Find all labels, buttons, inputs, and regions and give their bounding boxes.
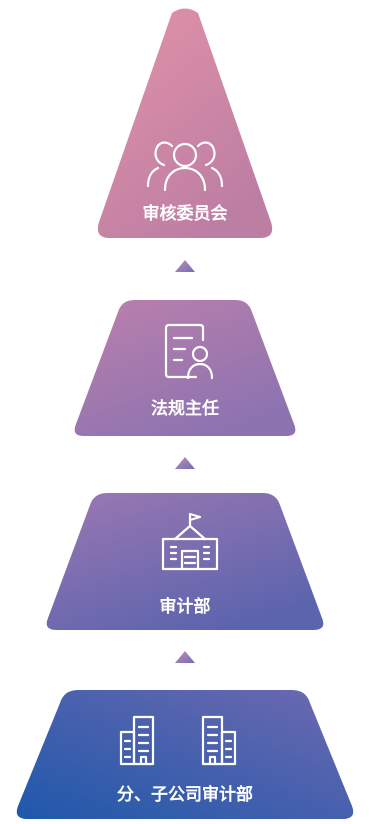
up-arrow-icon: [175, 260, 195, 272]
building-flag-icon: [161, 512, 219, 571]
tier-3-shape: [46, 493, 324, 630]
tier-2-shape: [74, 300, 296, 436]
tier-4-label: 分、子公司审计部: [117, 784, 253, 805]
tier-1-label: 审核委员会: [143, 203, 228, 224]
document-person-icon: [164, 323, 214, 380]
up-arrow-icon: [175, 457, 195, 469]
tier-2-label: 法规主任: [151, 398, 219, 419]
tier-legal-director: 法规主任: [74, 300, 296, 436]
up-arrow-icon: [175, 651, 195, 663]
tier-1-shape: [97, 8, 273, 238]
tier-audit-committee: 审核委员会: [97, 8, 273, 238]
people-group-icon: [146, 141, 224, 192]
tier-audit-department: 审计部: [46, 493, 324, 630]
tier-branch-audit-department: 分、子公司审计部: [16, 690, 354, 819]
tier-3-label: 审计部: [160, 596, 211, 617]
buildings-icon: [119, 715, 237, 766]
tier-4-shape: [16, 690, 354, 819]
